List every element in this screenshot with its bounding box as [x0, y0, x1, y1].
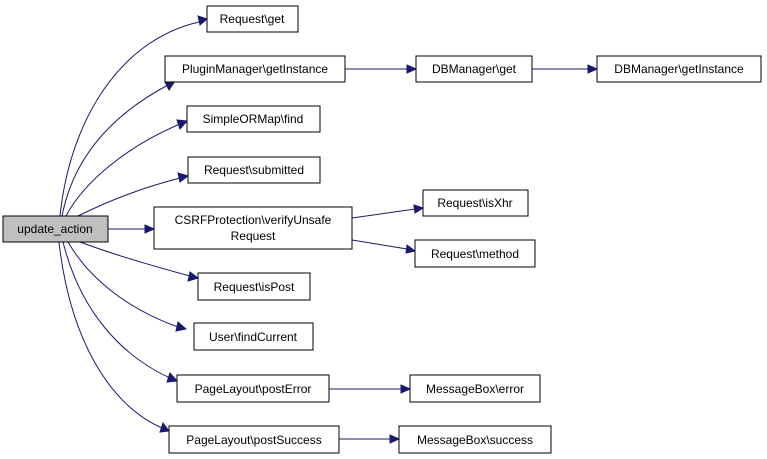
- node-dbmanager-getinstance[interactable]: DBManager\getInstance: [596, 55, 762, 83]
- node-label: Request\isXhr: [437, 196, 512, 210]
- arrow-messagebox-success: [389, 434, 401, 444]
- node-dbmanager-get[interactable]: DBManager\get: [415, 55, 533, 83]
- arrow-postsuccess: [159, 421, 170, 433]
- node-request-ispost[interactable]: Request\isPost: [197, 272, 311, 301]
- arrow-dbmanager-getinstance: [587, 64, 599, 74]
- node-pluginmanager-getinstance[interactable]: PluginManager\getInstance: [164, 55, 346, 83]
- edge-csrf-method: [351, 239, 408, 250]
- node-label: Request\submitted: [204, 163, 304, 177]
- node-label: MessageBox\success: [417, 433, 533, 447]
- arrow-user-findcurrent: [175, 321, 188, 332]
- arrow-dbmanager-get: [406, 64, 418, 74]
- node-label-line1: CSRFProtection\verifyUnsafe: [175, 213, 332, 227]
- edge-root-posterror: [62, 241, 171, 379]
- arrow-request-ispost: [187, 271, 200, 282]
- arrow-csrf: [144, 224, 156, 234]
- node-label: MessageBox\error: [426, 382, 524, 396]
- edge-csrf-isxhr: [351, 208, 416, 219]
- node-pagelayout-postsuccess[interactable]: PageLayout\postSuccess: [168, 425, 340, 454]
- node-request-submitted[interactable]: Request\submitted: [187, 156, 321, 184]
- node-request-get[interactable]: Request\get: [206, 5, 299, 33]
- edge-root-request-submitted: [77, 177, 181, 217]
- node-request-isxhr[interactable]: Request\isXhr: [422, 189, 529, 217]
- node-label: Request\isPost: [214, 280, 295, 294]
- node-label: Request\get: [220, 12, 285, 26]
- node-update-action[interactable]: update_action: [2, 215, 109, 243]
- node-messagebox-success[interactable]: MessageBox\success: [398, 425, 552, 454]
- node-label-line2: Request: [231, 229, 276, 243]
- node-label: User\findCurrent: [209, 330, 298, 344]
- edge-root-request-ispost: [79, 241, 191, 277]
- node-label: PageLayout\postError: [195, 382, 312, 396]
- edge-root-simpleormap: [65, 123, 181, 217]
- arrow-method: [405, 244, 417, 254]
- arrow-messagebox-error: [400, 384, 412, 394]
- node-label: PageLayout\postSuccess: [186, 433, 321, 447]
- arrow-request-get: [197, 15, 208, 26]
- node-label: DBManager\get: [432, 62, 517, 76]
- node-user-findcurrent[interactable]: User\findCurrent: [193, 322, 314, 351]
- arrow-simpleormap: [176, 119, 189, 130]
- node-label: DBManager\getInstance: [614, 62, 744, 76]
- node-label: update_action: [17, 222, 92, 236]
- node-label: SimpleORMap\find: [203, 112, 304, 126]
- node-messagebox-error[interactable]: MessageBox\error: [409, 374, 541, 403]
- edge-root-postsuccess: [58, 241, 163, 429]
- arrow-request-submitted: [177, 172, 190, 183]
- arrow-isxhr: [413, 204, 425, 214]
- node-label: PluginManager\getInstance: [182, 62, 328, 76]
- edge-root-user-findcurrent: [67, 241, 179, 328]
- node-label: Request\method: [431, 247, 519, 261]
- node-simpleormap-find[interactable]: SimpleORMap\find: [186, 105, 321, 133]
- node-request-method[interactable]: Request\method: [414, 239, 536, 268]
- node-pagelayout-posterror[interactable]: PageLayout\postError: [176, 374, 330, 403]
- edge-root-pluginmanager: [61, 83, 171, 217]
- edges: [58, 15, 599, 444]
- edge-root-request-get: [59, 21, 200, 217]
- arrow-posterror: [166, 372, 179, 383]
- node-csrf-verifyunsafe-request[interactable]: CSRFProtection\verifyUnsafe Request: [153, 206, 353, 250]
